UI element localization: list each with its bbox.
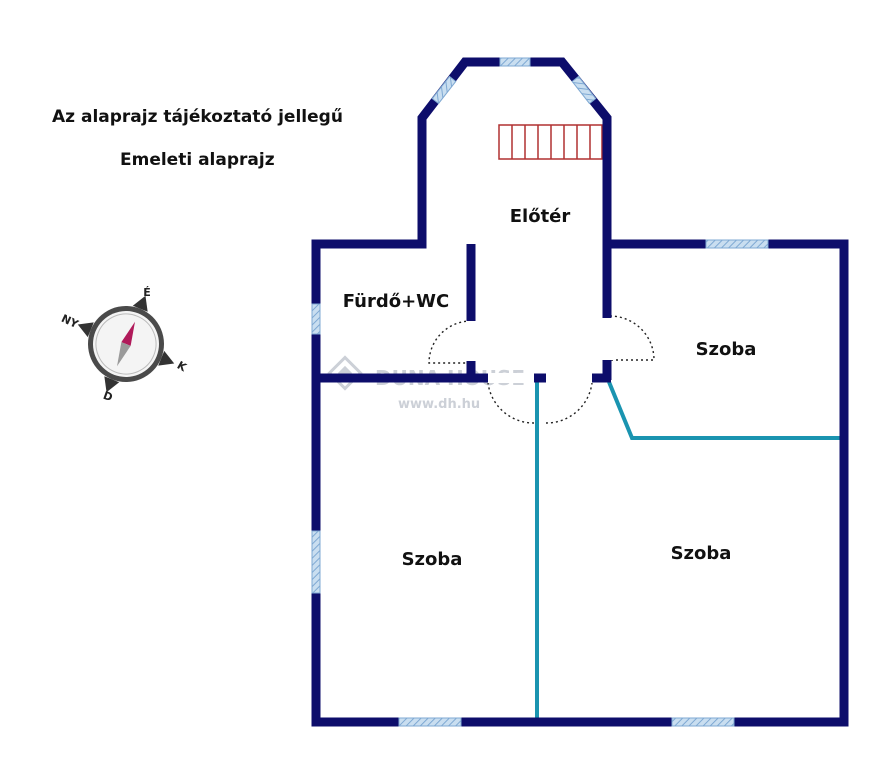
compass-south: D [101,389,114,404]
window-bottom-left-side [311,530,321,594]
room-label-top-right: Szoba [696,339,757,360]
watermark: DUNA HOUSE www.dh.hu [327,355,525,412]
doors [428,315,655,424]
window-bottom-left [398,717,462,727]
room-label-bathroom: Fürdő+WC [343,291,450,312]
room-label-bottom-right: Szoba [671,543,732,564]
floor-title: Emeleti alaprajz [120,150,275,170]
door-bathroom [428,320,472,364]
door-openings [466,318,613,383]
window-bathroom [311,303,321,335]
watermark-url: www.dh.hu [398,397,480,412]
partitions [535,381,843,720]
compass-east: K [175,359,189,375]
disclaimer-note: Az alaprajz tájékoztató jellegű [52,107,343,127]
compass-north: É [143,286,151,299]
windows [311,57,769,727]
room-label-bottom-left: Szoba [402,549,463,570]
window-hall-left-diag [431,75,457,105]
compass-icon [77,295,175,393]
compass-west: NY [59,312,81,331]
window-hall-right-diag [571,75,597,105]
window-bottom-right [671,717,735,727]
duna-house-logo-icon [327,355,363,391]
walls [311,57,849,727]
room-label-hall: Előtér [510,206,571,227]
window-top-right-room [705,239,769,249]
window-hall-top [499,57,531,67]
stairs [498,124,603,160]
door-bottom-right-room [545,382,593,424]
door-top-right-room [609,315,655,361]
